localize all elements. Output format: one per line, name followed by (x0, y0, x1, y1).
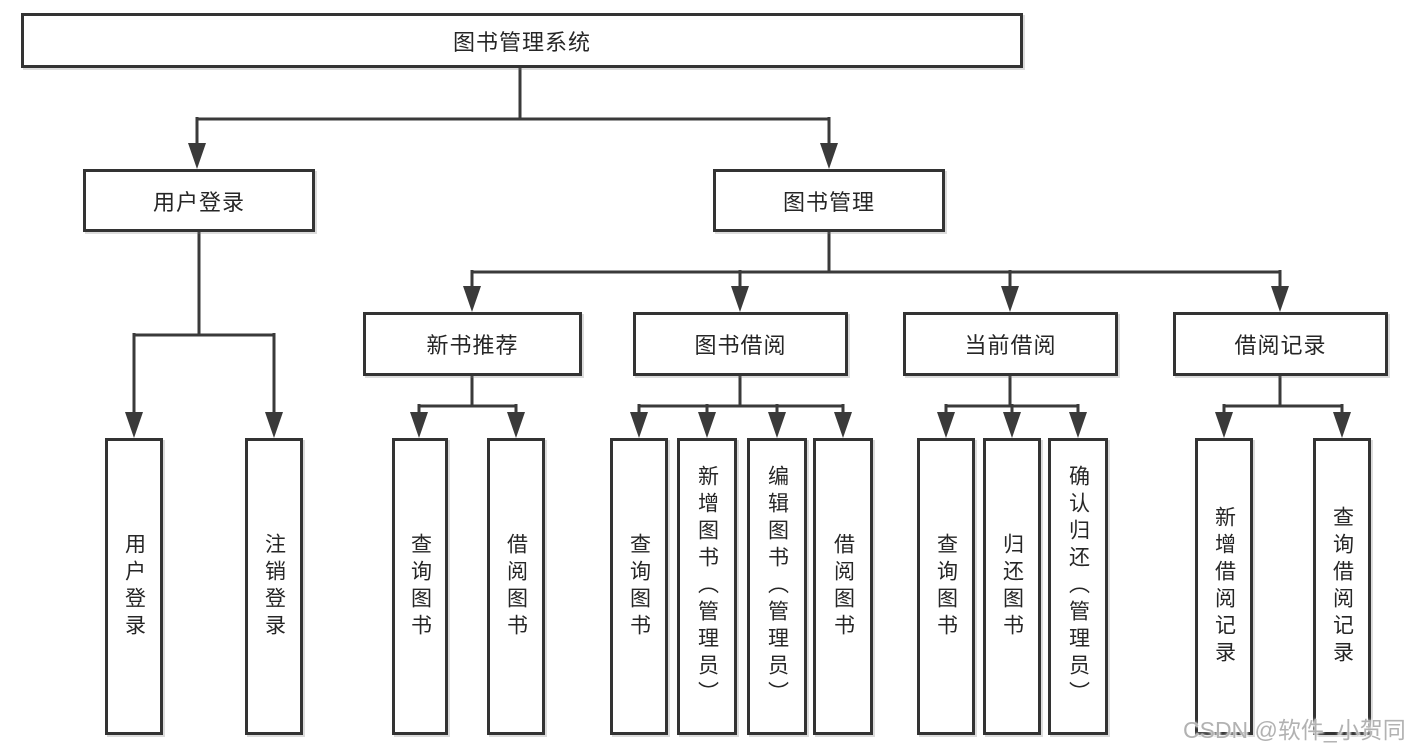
node-new-book-recommendation: 新书推荐 (363, 312, 582, 376)
leaf-borrow-books-1: 借阅图书 (487, 438, 545, 735)
leaf-query-borrow-record: 查询借阅记录 (1313, 438, 1371, 735)
connector-new-book-to-leaves (410, 375, 525, 438)
leaf-confirm-return-admin: 确认归还（管理员） (1048, 438, 1108, 735)
leaf-return-book: 归还图书 (983, 438, 1041, 735)
leaf-query-books-2: 查询图书 (610, 438, 668, 735)
node-borrowing-records: 借阅记录 (1173, 312, 1388, 376)
connector-records-to-leaves (1215, 375, 1351, 438)
connector-current-borrow-to-leaves (937, 375, 1087, 438)
leaf-edit-book-admin: 编辑图书（管理员） (747, 438, 807, 735)
node-user-login: 用户登录 (83, 169, 315, 232)
leaf-add-book-admin: 新增图书（管理员） (677, 438, 737, 735)
node-current-borrowing: 当前借阅 (903, 312, 1118, 376)
node-book-management: 图书管理 (713, 169, 945, 232)
node-library-management-system: 图书管理系统 (21, 13, 1023, 68)
connector-book-borrow-to-leaves (630, 375, 852, 438)
leaf-logout: 注销登录 (245, 438, 303, 735)
leaf-query-books-3: 查询图书 (917, 438, 975, 735)
csdn-watermark: CSDN @软件_小贺同学 (1183, 717, 1405, 743)
leaf-query-books-1: 查询图书 (392, 438, 448, 735)
node-book-borrowing: 图书借阅 (633, 312, 848, 376)
leaf-user-login: 用户登录 (105, 438, 163, 735)
connector-root-to-level2 (188, 66, 838, 169)
connector-user-login-to-leaves (125, 231, 283, 438)
connector-book-mgmt-to-level3 (463, 231, 1289, 312)
leaf-borrow-books-2: 借阅图书 (813, 438, 873, 735)
leaf-add-borrow-record: 新增借阅记录 (1195, 438, 1253, 735)
